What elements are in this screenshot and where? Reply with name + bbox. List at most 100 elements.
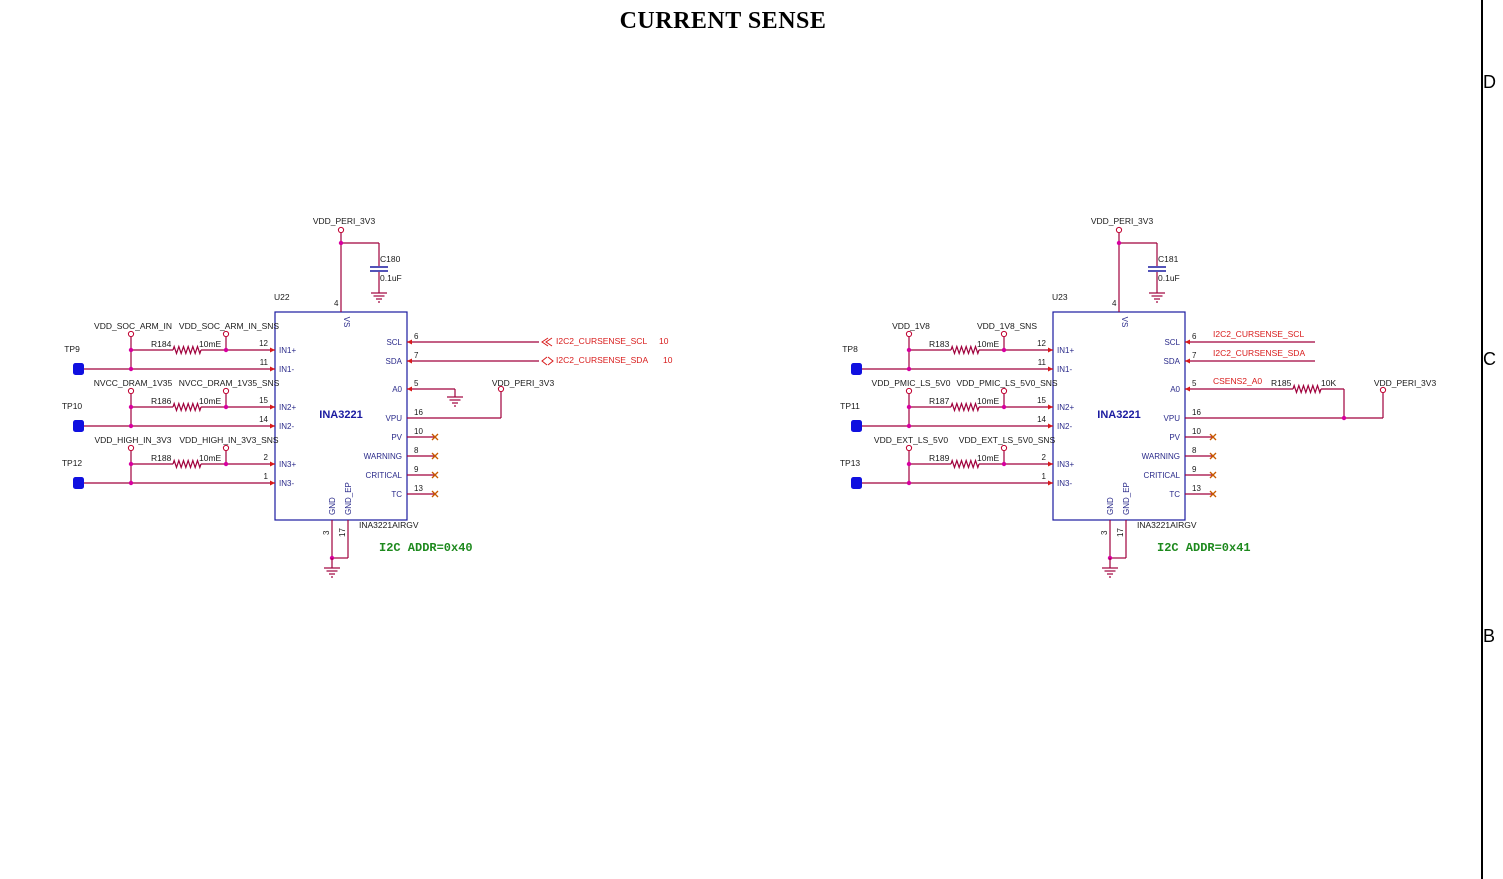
pin-name-in1p: IN1+ (279, 346, 296, 355)
resistor-value: 10mE (977, 453, 1000, 463)
net-port-circle (1379, 386, 1387, 394)
no-connect-stroke (431, 471, 439, 479)
i2c-address-label: I2C ADDR=0x40 (379, 541, 473, 555)
pin-number-critical: 9 (1192, 465, 1197, 474)
net-label-scl: I2C2_CURSENSE_SCL (1213, 329, 1304, 339)
pin-name-scl: SCL (386, 338, 402, 347)
junction-dot (906, 480, 912, 486)
resistor-refdes: R189 (929, 453, 950, 463)
pin-number-in2p: 15 (1037, 396, 1046, 405)
junction-dot (223, 347, 229, 353)
pin-arrow-icon (1048, 347, 1053, 353)
no-connect-stroke (1209, 490, 1217, 498)
resistor-symbol (950, 401, 980, 413)
pin-number-in1m: 11 (260, 358, 269, 367)
junction-dot (128, 480, 134, 486)
ic-part-number: INA3221AIRGV (359, 520, 419, 530)
no-connect-stroke (1209, 471, 1217, 479)
pin-number-warning: 8 (414, 446, 419, 455)
pin-number-in3p: 2 (264, 453, 269, 462)
pin-number-in1m: 11 (1038, 358, 1047, 367)
net-label-a0: CSENS2_A0 (1213, 376, 1262, 386)
net-label-sense: NVCC_DRAM_1V35_SNS (179, 378, 280, 388)
net-port-circle (905, 387, 913, 395)
pin-number-pv: 10 (414, 427, 423, 436)
pin-number-tc: 13 (414, 484, 423, 493)
net-label-sda: I2C2_CURSENSE_SDA (1213, 348, 1305, 358)
pin-name-vpu: VPU (1164, 414, 1181, 423)
junction-dot (906, 366, 912, 372)
no-connect-icon (431, 490, 439, 498)
ic-name: INA3221 (319, 409, 362, 421)
pin-number-sda: 7 (1192, 351, 1197, 360)
junction-dot (338, 240, 344, 246)
pin-name-tc: TC (1169, 490, 1180, 499)
right-sense-block: U23INA3221INA3221AIRGVVDD_PERI_3V34VSC18… (840, 216, 1437, 578)
net-label-input: VDD_SOC_ARM_IN (94, 321, 172, 331)
pin-number-pv: 10 (1192, 427, 1201, 436)
supply-label: VDD_PERI_3V3 (1091, 216, 1154, 226)
net-port-circle (1115, 226, 1123, 234)
junction-dot (223, 404, 229, 410)
capacitor-value: 0.1uF (380, 273, 402, 283)
net-label-sense: VDD_EXT_LS_5V0_SNS (959, 435, 1056, 445)
pin-name-in1m: IN1- (279, 365, 294, 374)
net-port-circle (127, 387, 135, 395)
net-port-circle (905, 330, 913, 338)
pin-name-tc: TC (391, 490, 402, 499)
pin-arrow-icon (1048, 404, 1053, 410)
net-label-input: NVCC_DRAM_1V35 (94, 378, 173, 388)
resistor-value: 10mE (977, 339, 1000, 349)
pin-number-sda: 7 (414, 351, 419, 360)
net-port-circle (1000, 330, 1008, 338)
net-label-sense: VDD_PMIC_LS_5V0_SNS (956, 378, 1057, 388)
net-label-sense: VDD_1V8_SNS (977, 321, 1037, 331)
net-port-circle (127, 444, 135, 452)
resistor-symbol (172, 401, 202, 413)
channel-2: NVCC_DRAM_1V35 NVCC_DRAM_1V35_SNS R186 10mE… (62, 378, 296, 432)
junction-dot (906, 404, 912, 410)
pin-number-gnd: 3 (322, 530, 331, 535)
pin-number: 4 (334, 299, 339, 308)
net-label-input: VDD_EXT_LS_5V0 (874, 435, 948, 445)
net-label-sda: I2C2_CURSENSE_SDA (556, 355, 648, 365)
net-port-circle (127, 330, 135, 338)
pin-name-in2p: IN2+ (1057, 403, 1074, 412)
junction-dot (906, 423, 912, 429)
net-label-sense: VDD_SOC_ARM_IN_SNS (179, 321, 279, 331)
net-port-circle (905, 444, 913, 452)
resistor-refdes: R187 (929, 396, 950, 406)
left-sense-block: U22INA3221INA3221AIRGVVDD_PERI_3V34VSC18… (62, 216, 673, 578)
no-connect-icon (1209, 452, 1217, 460)
pin-number-gnd-ep: 17 (1116, 528, 1125, 537)
pin-name-sda: SDA (1164, 357, 1181, 366)
zone-label-d: D (1483, 72, 1496, 92)
pin-name-critical: CRITICAL (1144, 471, 1181, 480)
test-point-label: TP11 (840, 401, 860, 411)
resistor-value: 10K (1321, 378, 1336, 388)
no-connect-icon (1209, 471, 1217, 479)
capacitor-refdes: C181 (1158, 254, 1179, 264)
supply-label-vpu: VDD_PERI_3V3 (1374, 378, 1437, 388)
net-label-input: VDD_1V8 (892, 321, 930, 331)
net-port-circle (222, 444, 230, 452)
pin-arrow-icon (1048, 366, 1053, 372)
pin-number-a0: 5 (1192, 379, 1197, 388)
pin-name-in2m: IN2- (1057, 422, 1072, 431)
net-label-scl: I2C2_CURSENSE_SCL (556, 336, 647, 346)
ic-name: INA3221 (1097, 409, 1140, 421)
junction-dot (128, 423, 134, 429)
junction-dot (128, 347, 134, 353)
pin-number-warning: 8 (1192, 446, 1197, 455)
resistor-refdes: R184 (151, 339, 172, 349)
test-point-pad (851, 363, 862, 375)
off-page-connector-icon (541, 337, 553, 347)
pin-number: 4 (1112, 299, 1117, 308)
resistor-refdes: R186 (151, 396, 172, 406)
pin-arrow-icon (1048, 480, 1053, 486)
pin-arrow-icon (270, 404, 275, 410)
resistor-value: 10mE (199, 396, 222, 406)
